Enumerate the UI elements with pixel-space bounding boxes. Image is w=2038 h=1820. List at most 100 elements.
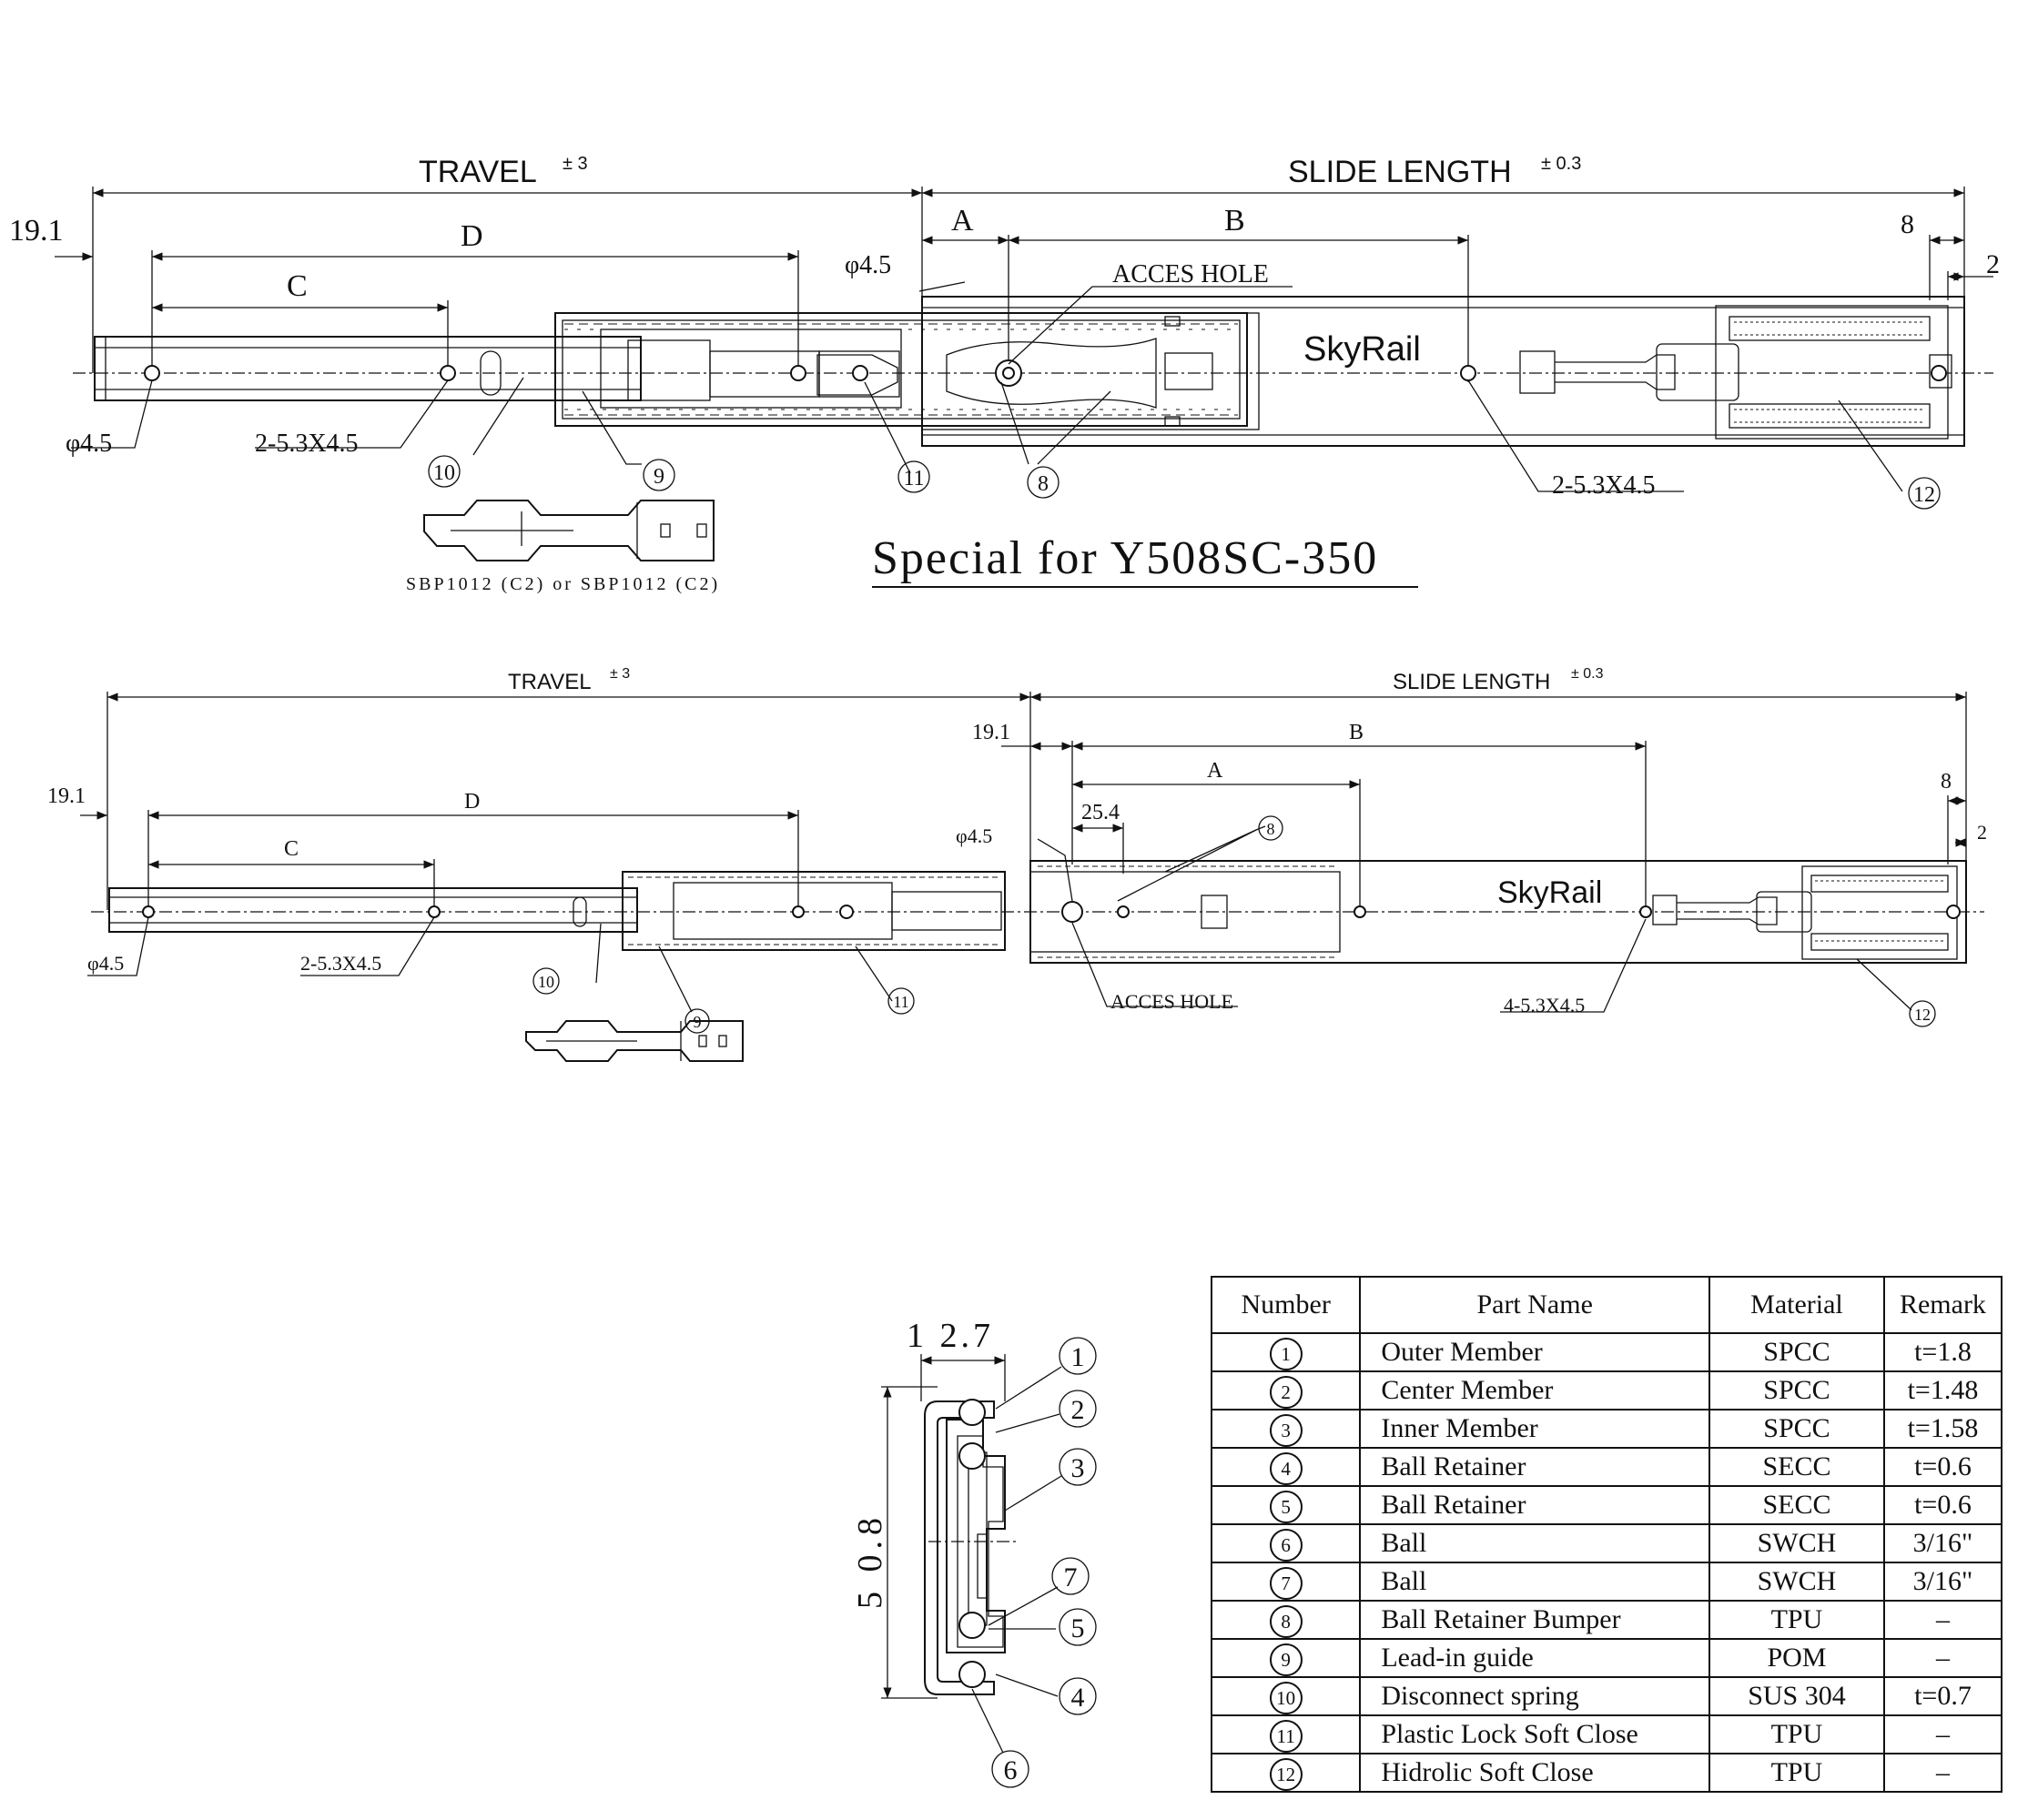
bottom-callout-8: 8: [1267, 820, 1275, 838]
row-number: 9: [1269, 1643, 1303, 1676]
bottom-dim-c: C: [284, 837, 299, 861]
top-dim-d: D: [461, 219, 483, 253]
bottom-slide-length-label: SLIDE LENGTH: [1393, 670, 1550, 694]
bottom-slide-length-tol: ± 0.3: [1571, 666, 1604, 682]
bottom-brand: SkyRail: [1497, 875, 1602, 910]
top-callout-8: 8: [1038, 472, 1049, 496]
header-material: Material: [1708, 1276, 1885, 1334]
row-material: SWCH: [1708, 1562, 1885, 1602]
bottom-phi-left: φ4.5: [87, 952, 124, 975]
row-material: TPU: [1708, 1600, 1885, 1640]
row-number: 6: [1269, 1529, 1303, 1562]
bottom-dim-a: A: [1207, 759, 1223, 783]
row-material: SPCC: [1708, 1332, 1885, 1372]
row-part-name: Ball Retainer Bumper: [1359, 1600, 1711, 1640]
bottom-dim-b: B: [1349, 721, 1364, 744]
bottom-dim-25-4: 25.4: [1081, 801, 1120, 824]
row-remark: t=1.58: [1882, 1409, 2003, 1449]
bottom-dim-d: D: [464, 790, 480, 814]
row-material: SPCC: [1708, 1409, 1885, 1449]
row-part-name: Outer Member: [1359, 1332, 1711, 1372]
top-callout-10: 10: [433, 461, 455, 485]
top-callout-9: 9: [654, 465, 664, 489]
bottom-dim-8: 8: [1941, 770, 1952, 794]
bottom-travel-tol: ± 3: [610, 666, 630, 682]
bottom-slot-right: 4-5.3X4.5: [1504, 994, 1585, 1016]
bottom-phi-hole: φ4.5: [956, 824, 992, 847]
bottom-holes: [142, 896, 1961, 927]
row-material: SUS 304: [1708, 1676, 1885, 1716]
top-slot-left: 2-5.3X4.5: [255, 430, 359, 458]
row-part-name: Ball Retainer: [1359, 1447, 1711, 1487]
row-remark: t=0.6: [1882, 1485, 2003, 1525]
row-material: POM: [1708, 1638, 1885, 1678]
row-part-name: Plastic Lock Soft Close: [1359, 1714, 1711, 1754]
top-travel-label: TRAVEL: [419, 155, 537, 189]
bottom-callout-11: 11: [893, 993, 908, 1011]
section-callout-5: 5: [1071, 1613, 1085, 1643]
top-slide-length-label: SLIDE LENGTH: [1288, 155, 1512, 189]
top-phi-left: φ4.5: [66, 430, 112, 458]
row-part-name: Lead-in guide: [1359, 1638, 1711, 1678]
header-part-name: Part Name: [1359, 1276, 1711, 1334]
top-holes: [144, 350, 1947, 396]
section-width-dim: 1 2.7: [907, 1317, 994, 1355]
row-remark: –: [1882, 1600, 2003, 1640]
top-dim-2: 2: [1986, 249, 2000, 279]
top-dim-8: 8: [1901, 209, 1914, 239]
row-number: 3: [1269, 1414, 1303, 1447]
row-material: SECC: [1708, 1447, 1885, 1487]
row-part-name: Ball: [1359, 1523, 1711, 1563]
top-dim-b: B: [1224, 204, 1245, 238]
section-callout-7: 7: [1064, 1562, 1078, 1592]
row-remark: t=1.48: [1882, 1370, 2003, 1410]
row-material: SECC: [1708, 1485, 1885, 1525]
bottom-slot-left: 2-5.3X4.5: [300, 952, 381, 975]
section-callout-2: 2: [1071, 1395, 1085, 1425]
top-spring-detail: [423, 500, 715, 561]
row-number: 12: [1269, 1758, 1303, 1791]
top-slide-length-tol: ± 0.3: [1541, 154, 1581, 174]
top-spring-caption: SBP1012 (C2) or SBP1012 (C2): [406, 574, 720, 594]
section-callout-1: 1: [1071, 1342, 1085, 1372]
row-remark: t=1.8: [1882, 1332, 2003, 1372]
bottom-dim-19-1-b: 19.1: [47, 784, 86, 808]
header-number: Number: [1210, 1276, 1362, 1334]
section-callout-3: 3: [1071, 1453, 1085, 1483]
top-dim-c: C: [287, 269, 308, 303]
bottom-dim-19-1-a: 19.1: [972, 721, 1010, 744]
parts-table-header: Number Part Name Material Remark: [1210, 1276, 2003, 1334]
top-acces-hole: ACCES HOLE: [1112, 260, 1269, 288]
top-phi-hole: φ4.5: [845, 251, 891, 279]
row-remark: 3/16": [1882, 1523, 2003, 1563]
row-material: SPCC: [1708, 1370, 1885, 1410]
row-number: 5: [1269, 1491, 1303, 1523]
row-part-name: Hidrolic Soft Close: [1359, 1753, 1711, 1793]
top-callout-12: 12: [1913, 483, 1935, 507]
row-material: TPU: [1708, 1753, 1885, 1793]
section-callout-4: 4: [1071, 1683, 1085, 1713]
row-number: 2: [1269, 1376, 1303, 1409]
row-material: SWCH: [1708, 1523, 1885, 1563]
bottom-spring-detail: [525, 1020, 744, 1062]
bottom-callout-10: 10: [538, 973, 554, 991]
bottom-inner-member: [108, 887, 638, 933]
row-number: 10: [1269, 1682, 1303, 1714]
top-dim-a: A: [951, 204, 974, 238]
row-remark: –: [1882, 1714, 2003, 1754]
top-travel-tol: ± 3: [563, 154, 588, 174]
bottom-center-member: [622, 871, 1006, 951]
